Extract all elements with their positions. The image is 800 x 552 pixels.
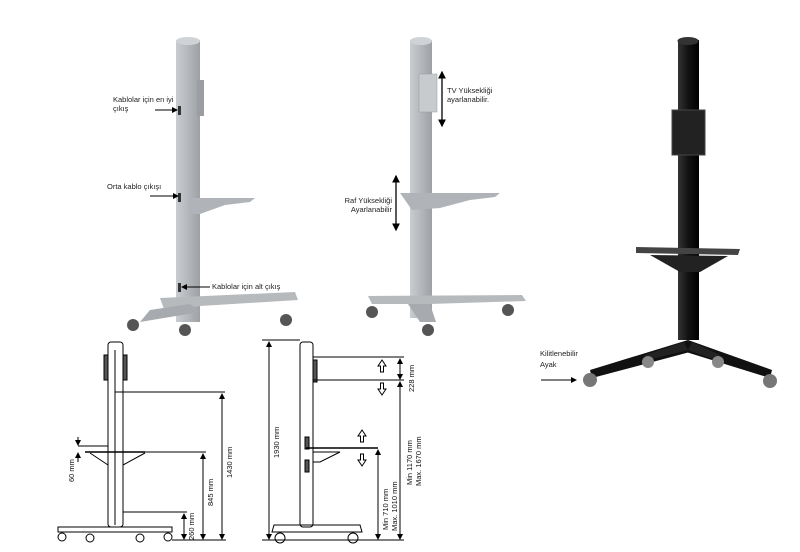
- callout-shelf-height: Raf Yüksekliği: [345, 196, 393, 205]
- dim-tv-min: Min 1170 mm: [405, 440, 414, 485]
- dim-shelf-min: Min 710 mm: [381, 489, 390, 530]
- dim-260: 260 mm: [187, 513, 196, 540]
- callout-cable-top-2: çıkış: [113, 104, 129, 113]
- callout-locking: Kilitlenebilir: [540, 349, 578, 358]
- callout-tv-height: TV Yüksekliği: [447, 86, 493, 95]
- up-down-arrow-icon: [377, 359, 387, 396]
- up-down-arrow-icon: [357, 429, 367, 467]
- dim-shelf-max: Max. 1010 mm: [390, 481, 399, 531]
- callout-cable-mid: Orta kablo çıkışı: [107, 182, 161, 191]
- callout-locking-2: Ayak: [540, 360, 557, 369]
- dim-228: 228 mm: [407, 365, 416, 392]
- dim-1430: 1430 mm: [225, 447, 234, 478]
- callout-shelf-height-2: Ayarlanabilir: [351, 205, 393, 214]
- dim-tv-max: Max. 1670 mm: [414, 436, 423, 486]
- callout-tv-height-2: ayarlanabilir.: [447, 95, 489, 104]
- callout-cable-top: Kablolar için en iyi: [113, 95, 174, 104]
- dim-60: 60 mm: [67, 459, 76, 482]
- dim-1930: 1930 mm: [272, 427, 281, 458]
- grey-stand-adjust-view: [366, 37, 526, 336]
- front-dimension-drawing: [57, 341, 226, 543]
- grey-stand-cable-view: [127, 37, 298, 336]
- side-dimension-drawing: [262, 339, 404, 544]
- callout-cable-bottom: Kablolar için alt çıkış: [212, 282, 281, 291]
- dim-845: 845 mm: [206, 479, 215, 506]
- black-stand: [583, 37, 777, 388]
